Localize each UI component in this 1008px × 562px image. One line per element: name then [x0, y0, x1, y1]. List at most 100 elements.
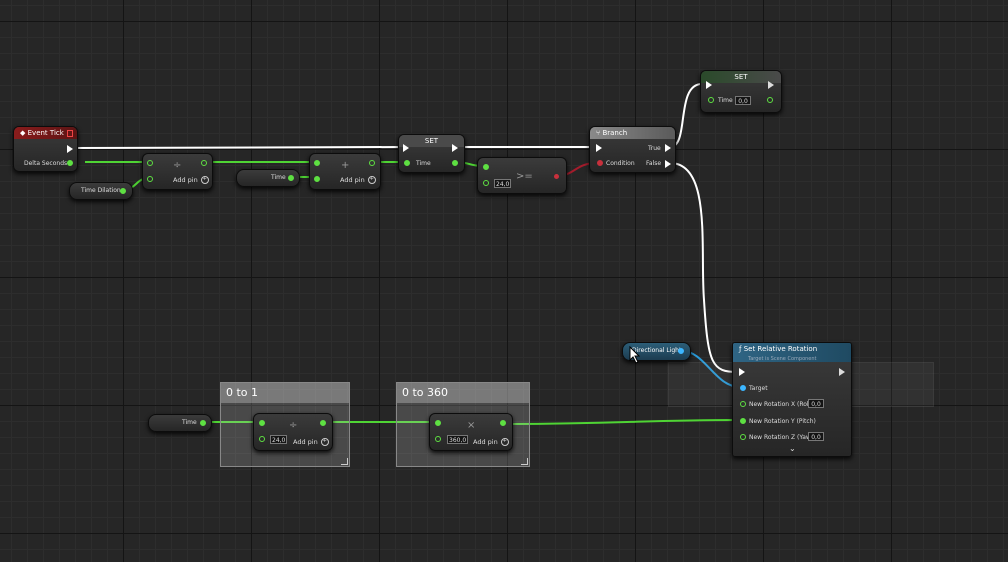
exec-wire [71, 146, 403, 149]
target-pin[interactable] [740, 385, 746, 391]
exec-out-pin[interactable] [67, 145, 73, 153]
exec-in-pin[interactable] [403, 144, 409, 152]
time-in-pin[interactable] [404, 160, 410, 166]
divide-node[interactable]: 24,0 ÷ Add pin+ [253, 413, 333, 451]
add-pin-button[interactable]: Add pin+ [293, 438, 329, 446]
add-symbol: + [341, 160, 350, 171]
multiplier-value-field[interactable]: 360,0 [447, 435, 469, 444]
time-dilation-out-pin[interactable] [120, 188, 126, 194]
set-time-reset-node[interactable]: SET Time 0,0 [700, 70, 782, 113]
divide-in-pin-a[interactable] [147, 160, 153, 166]
divide-node[interactable]: ÷ Add pin+ [142, 153, 213, 190]
time-dilation-getter-node[interactable]: Time Dilation [69, 182, 133, 200]
false-exec-pin[interactable] [665, 160, 671, 168]
resize-handle[interactable] [521, 458, 528, 465]
time-label: Time [182, 419, 197, 426]
directional-light-out-pin[interactable] [678, 348, 684, 354]
add-pin-button[interactable]: Add pin+ [473, 438, 509, 446]
event-icon: ◆ [20, 129, 26, 137]
node-subtitle: Target is Scene Component [748, 356, 817, 362]
compare-in-pin-b[interactable] [483, 180, 489, 186]
branch-icon: ⑂ [596, 129, 601, 137]
function-icon: ƒ [739, 345, 742, 353]
add-pin-label: Add pin [173, 176, 198, 184]
roll-value-field[interactable]: 0,0 [808, 399, 824, 408]
set-relative-rotation-node[interactable]: ƒ Set Relative Rotation Target is Scene … [732, 342, 852, 457]
multiply-in-pin-a[interactable] [435, 420, 441, 426]
time-value-field[interactable]: 0,0 [735, 96, 751, 105]
divide-out-pin[interactable] [320, 420, 326, 426]
time-label: Time [271, 174, 286, 181]
node-title: Set Relative Rotation [743, 345, 818, 353]
delegate-icon [67, 130, 73, 137]
yaw-pin[interactable] [740, 434, 746, 440]
exec-in-pin[interactable] [596, 144, 602, 152]
divide-in-pin-b[interactable] [259, 436, 265, 442]
mouse-cursor-icon [629, 346, 641, 364]
add-pin-button[interactable]: Add pin+ [340, 176, 376, 184]
multiply-node[interactable]: 360,0 × Add pin+ [429, 413, 513, 451]
event-tick-header: ◆ Event Tick [14, 127, 77, 139]
true-label: True [648, 145, 661, 152]
node-title: Event Tick [27, 129, 64, 137]
time-out-pin[interactable] [288, 175, 294, 181]
add-pin-label: Add pin [473, 438, 498, 446]
condition-pin[interactable] [597, 160, 603, 166]
roll-pin[interactable] [740, 401, 746, 407]
event-tick-node[interactable]: ◆ Event Tick Delta Seconds [13, 126, 78, 172]
greater-equal-node[interactable]: 24,0 >= [477, 157, 567, 194]
exec-in-pin[interactable] [739, 368, 745, 376]
compare-in-pin-a[interactable] [483, 164, 489, 170]
time-out-pin[interactable] [200, 420, 206, 426]
compare-out-pin[interactable] [554, 174, 559, 179]
yaw-value-field[interactable]: 0,0 [808, 432, 824, 441]
float-wire [503, 419, 741, 425]
compare-value-field[interactable]: 24,0 [494, 179, 512, 188]
time-label: Time [416, 160, 431, 167]
pitch-pin[interactable] [740, 418, 746, 424]
directional-light-label: Directional Light [632, 347, 682, 354]
time-getter-node[interactable]: Time [236, 169, 300, 187]
delta-seconds-label: Delta Seconds [24, 160, 68, 167]
pitch-label: New Rotation Y (Pitch) [749, 418, 816, 425]
exec-out-pin[interactable] [839, 368, 845, 376]
roll-label: New Rotation X (Roll) [749, 401, 813, 408]
add-in-pin-a[interactable] [314, 160, 320, 166]
greater-equal-symbol: >= [516, 171, 533, 182]
true-exec-pin[interactable] [665, 144, 671, 152]
exec-out-pin[interactable] [452, 144, 458, 152]
exec-in-pin[interactable] [706, 81, 712, 89]
rotation-header: ƒ Set Relative Rotation Target is Scene … [733, 343, 851, 362]
divide-out-pin[interactable] [201, 160, 207, 166]
divide-symbol: ÷ [173, 160, 182, 171]
time-dilation-label: Time Dilation [81, 187, 121, 194]
time-label: Time [718, 97, 733, 104]
time-in-pin[interactable] [708, 97, 714, 103]
target-label: Target [749, 385, 768, 392]
comment-title: 0 to 360 [397, 383, 529, 403]
time-out-pin[interactable] [452, 160, 458, 166]
multiply-in-pin-b[interactable] [435, 436, 441, 442]
time-getter-node[interactable]: Time [148, 414, 212, 432]
plus-icon: + [200, 176, 209, 184]
expand-arrow-icon[interactable]: ⌄ [789, 444, 796, 453]
divisor-value-field[interactable]: 24,0 [270, 435, 288, 444]
add-out-pin[interactable] [369, 160, 375, 166]
branch-header: ⑂ Branch [590, 127, 675, 139]
resize-handle[interactable] [341, 458, 348, 465]
add-in-pin-b[interactable] [314, 176, 320, 182]
divide-in-pin-a[interactable] [259, 420, 265, 426]
divide-symbol: ÷ [289, 420, 298, 431]
set-time-node[interactable]: SET Time [398, 134, 465, 173]
time-out-pin[interactable] [767, 97, 773, 103]
node-title: Branch [602, 129, 628, 137]
add-pin-button[interactable]: Add pin+ [173, 176, 209, 184]
multiply-out-pin[interactable] [500, 420, 506, 426]
divide-in-pin-b[interactable] [147, 176, 153, 182]
delta-seconds-pin[interactable] [67, 160, 73, 166]
exec-out-pin[interactable] [768, 81, 774, 89]
plus-icon: + [500, 438, 509, 446]
add-node[interactable]: + Add pin+ [309, 153, 381, 190]
branch-node[interactable]: ⑂ Branch True Condition False [589, 126, 676, 173]
plus-icon: + [320, 438, 329, 446]
